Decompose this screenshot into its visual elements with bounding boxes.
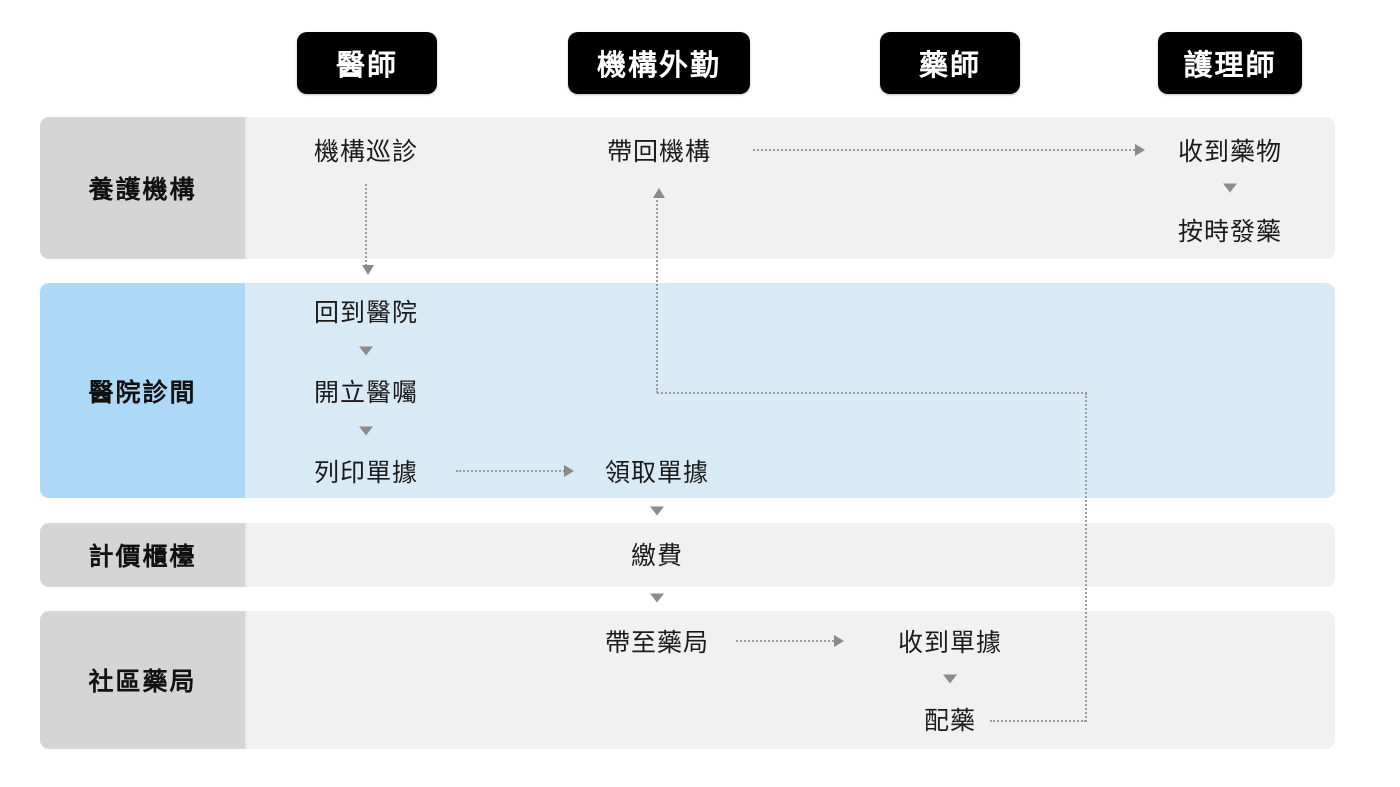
lane-body xyxy=(247,523,1335,587)
step-bring-back-to-institution: 帶回機構 xyxy=(606,138,712,166)
arrowhead-right-icon xyxy=(1135,144,1145,156)
connector-bringback-to-receive-arrow xyxy=(753,144,1145,156)
step-dispense-on-schedule: 按時發藥 xyxy=(1177,218,1283,246)
flow-down-triangle xyxy=(650,593,664,603)
step-print-slip: 列印單據 xyxy=(313,459,419,487)
column-label: 機構外勤 xyxy=(596,50,721,82)
flow-down-triangle xyxy=(943,674,957,684)
lane-billing-counter: 計價櫃檯 xyxy=(40,523,1335,587)
arrowhead-right-icon xyxy=(834,635,844,647)
flow-down-triangle xyxy=(359,346,373,356)
step-return-to-hospital: 回到醫院 xyxy=(313,299,419,327)
connector-take-to-receiveslip-arrow xyxy=(736,635,844,647)
lane-label: 醫院診間 xyxy=(40,283,247,498)
lane-body xyxy=(247,283,1335,498)
lane-hospital-clinic: 醫院診間 xyxy=(40,283,1335,498)
step-receive-medication: 收到藥物 xyxy=(1177,138,1283,166)
lane-body xyxy=(247,611,1335,749)
step-collect-slip: 領取單據 xyxy=(604,459,710,487)
arrowhead-up-icon xyxy=(653,188,665,198)
lane-body xyxy=(247,117,1335,259)
arrowhead-down-icon xyxy=(362,265,374,275)
connector-fill-to-bringback-segment-right xyxy=(1085,393,1087,722)
connector-rounds-to-return-arrow xyxy=(362,184,374,275)
step-receive-slip: 收到單據 xyxy=(897,629,1003,657)
lane-care-facility: 養護機構 xyxy=(40,117,1335,259)
connector-print-to-collect-arrow xyxy=(456,465,574,477)
connector-fill-to-bringback-segment-top xyxy=(657,392,1087,394)
lane-label: 社區藥局 xyxy=(40,611,247,749)
column-badge-doctor: 醫師 xyxy=(297,32,437,94)
flow-down-triangle xyxy=(359,426,373,436)
column-label: 醫師 xyxy=(335,50,398,82)
column-label: 護理師 xyxy=(1183,50,1277,82)
lane-label: 計價櫃檯 xyxy=(40,523,247,587)
arrowhead-right-icon xyxy=(564,465,574,477)
column-badge-pharmacist: 藥師 xyxy=(880,32,1020,94)
lane-community-pharmacy: 社區藥局 xyxy=(40,611,1335,749)
connector-fill-to-bringback-segment-bottom xyxy=(990,720,1086,722)
step-write-medical-order: 開立醫囑 xyxy=(313,379,419,407)
column-badge-nurse: 護理師 xyxy=(1158,32,1302,94)
connector-fill-to-bringback-segment-up-arrow xyxy=(653,188,665,393)
lane-label: 養護機構 xyxy=(40,117,247,259)
flow-down-triangle xyxy=(1223,183,1237,193)
step-fill-prescription: 配藥 xyxy=(923,707,977,735)
step-institution-rounds: 機構巡診 xyxy=(313,138,419,166)
flow-down-triangle xyxy=(650,506,664,516)
column-badge-institution-field-staff: 機構外勤 xyxy=(568,32,750,94)
column-label: 藥師 xyxy=(918,50,981,82)
step-take-to-pharmacy: 帶至藥局 xyxy=(604,629,710,657)
step-pay-fee: 繳費 xyxy=(630,542,684,570)
